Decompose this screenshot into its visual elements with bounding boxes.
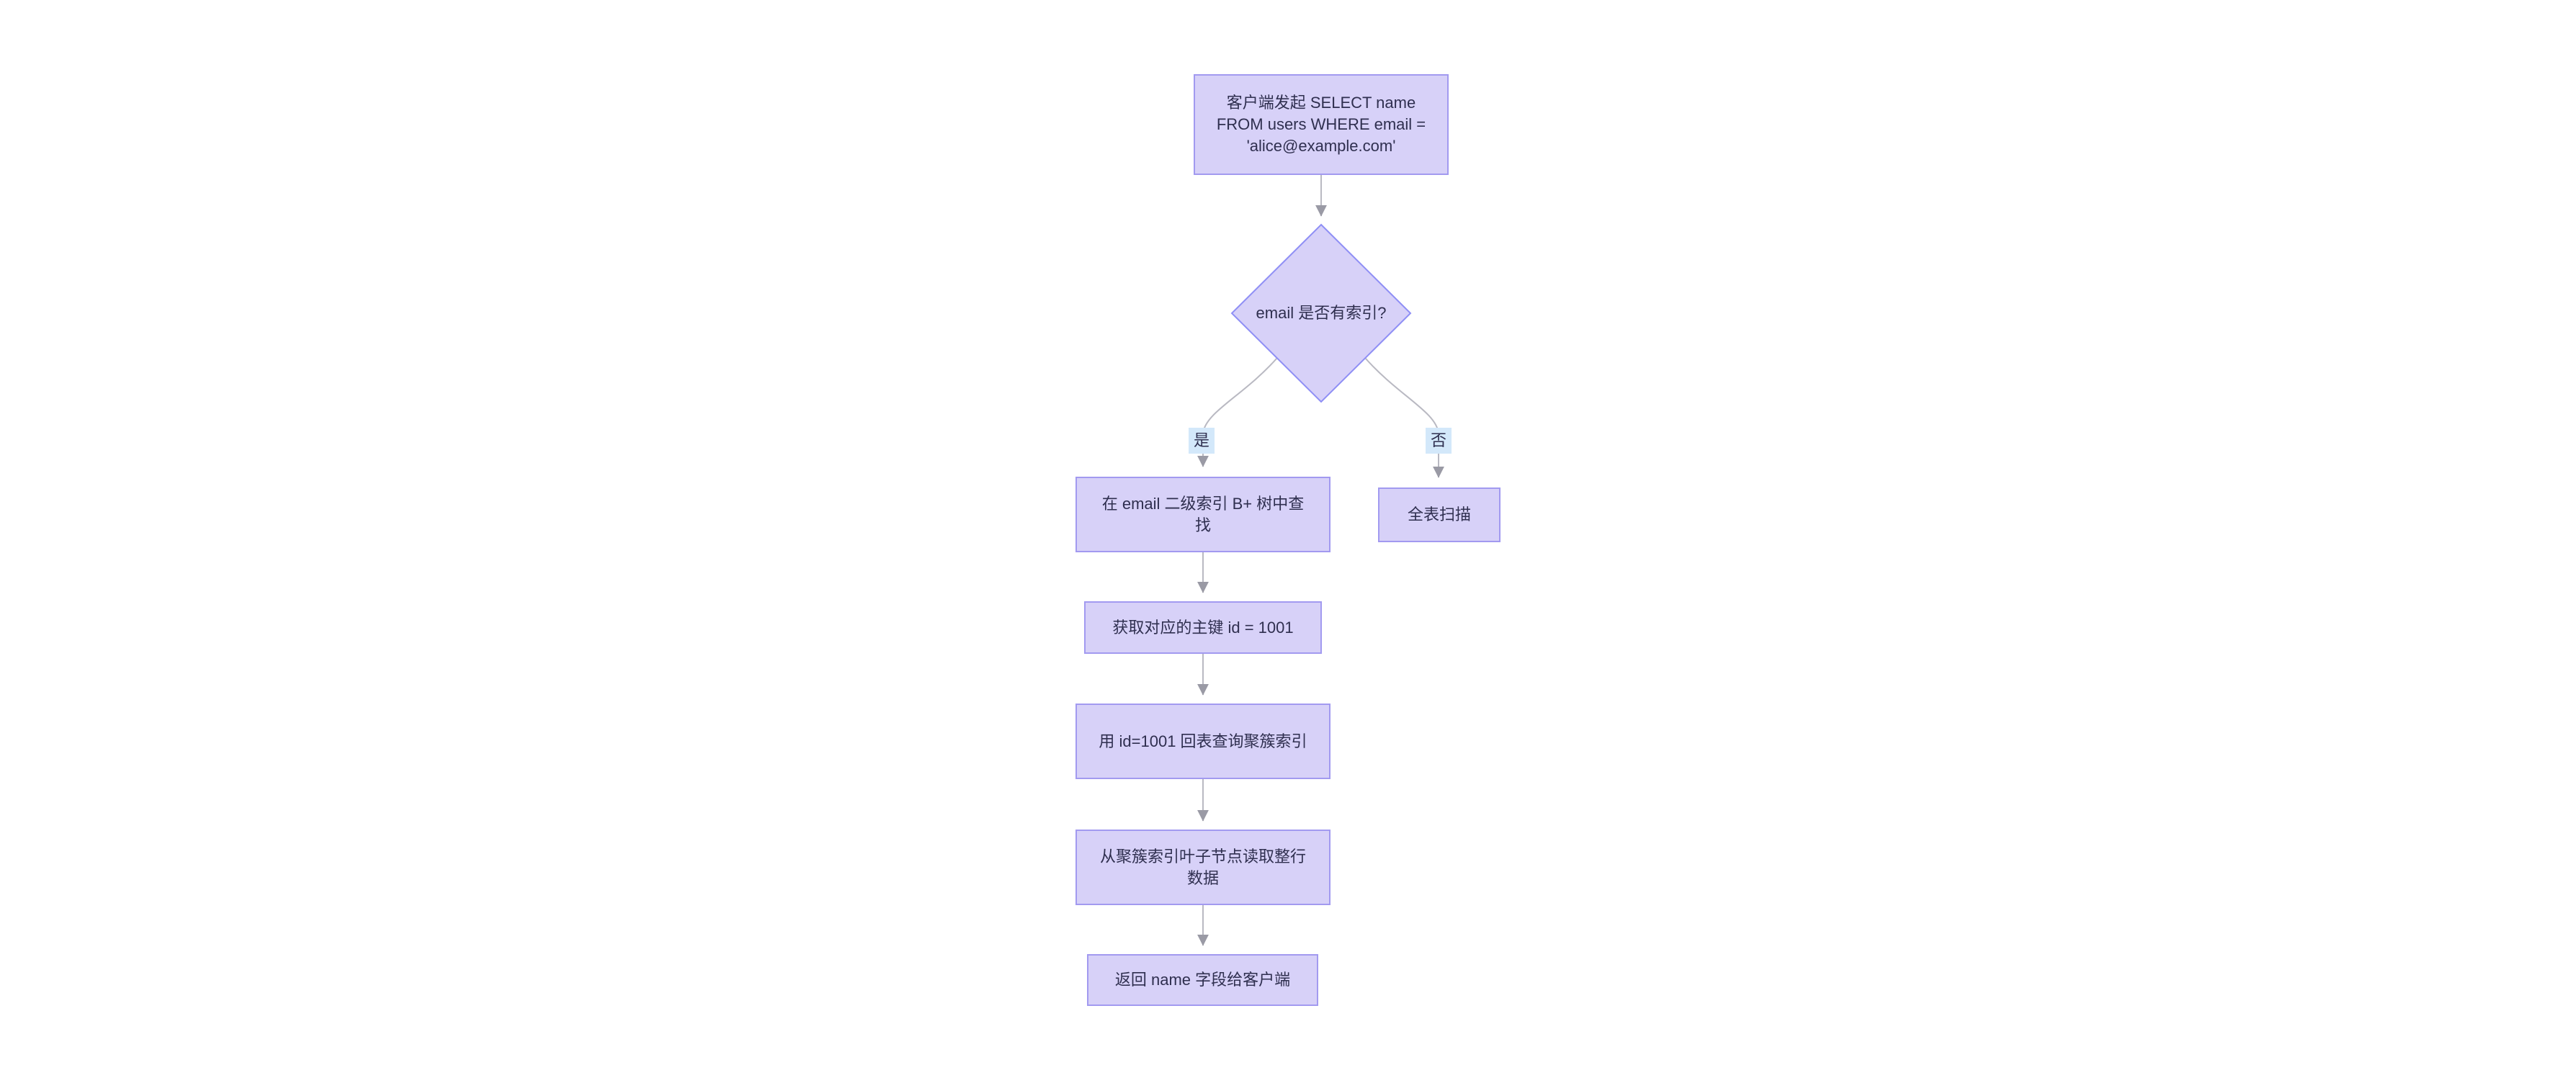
node-index-decision: email 是否有索引? <box>1227 299 1415 328</box>
node-client-query: 客户端发起 SELECT name FROM users WHERE email… <box>1194 74 1449 175</box>
node-get-primary-key: 获取对应的主键 id = 1001 <box>1084 601 1322 654</box>
node-full-table-scan: 全表扫描 <box>1378 487 1501 542</box>
node-return-name-label: 返回 name 字段给客户端 <box>1114 971 1291 989</box>
edge-label-no: 否 <box>1425 428 1452 454</box>
node-back-to-clustered-index-label: 用 id=1001 回表查询聚簇索引 <box>1099 732 1307 750</box>
edge-b-to-d-no <box>1364 357 1444 478</box>
node-read-leaf-row: 从聚簇索引叶子节点读取整行数据 <box>1075 830 1331 905</box>
node-index-decision-label: email 是否有索引? <box>1256 304 1387 322</box>
edge-label-yes: 是 <box>1188 428 1215 454</box>
node-full-table-scan-label: 全表扫描 <box>1407 505 1471 523</box>
node-return-name: 返回 name 字段给客户端 <box>1087 954 1318 1006</box>
decision-diamond <box>1230 223 1412 403</box>
node-client-query-label: 客户端发起 SELECT name FROM users WHERE email… <box>1216 94 1426 155</box>
node-back-to-clustered-index: 用 id=1001 回表查询聚簇索引 <box>1075 704 1331 779</box>
node-read-leaf-row-label: 从聚簇索引叶子节点读取整行数据 <box>1099 847 1306 887</box>
node-secondary-index-lookup: 在 email 二级索引 B+ 树中查找 <box>1075 477 1331 552</box>
node-get-primary-key-label: 获取对应的主键 id = 1001 <box>1112 618 1294 637</box>
node-secondary-index-lookup-label: 在 email 二级索引 B+ 树中查找 <box>1101 494 1305 534</box>
